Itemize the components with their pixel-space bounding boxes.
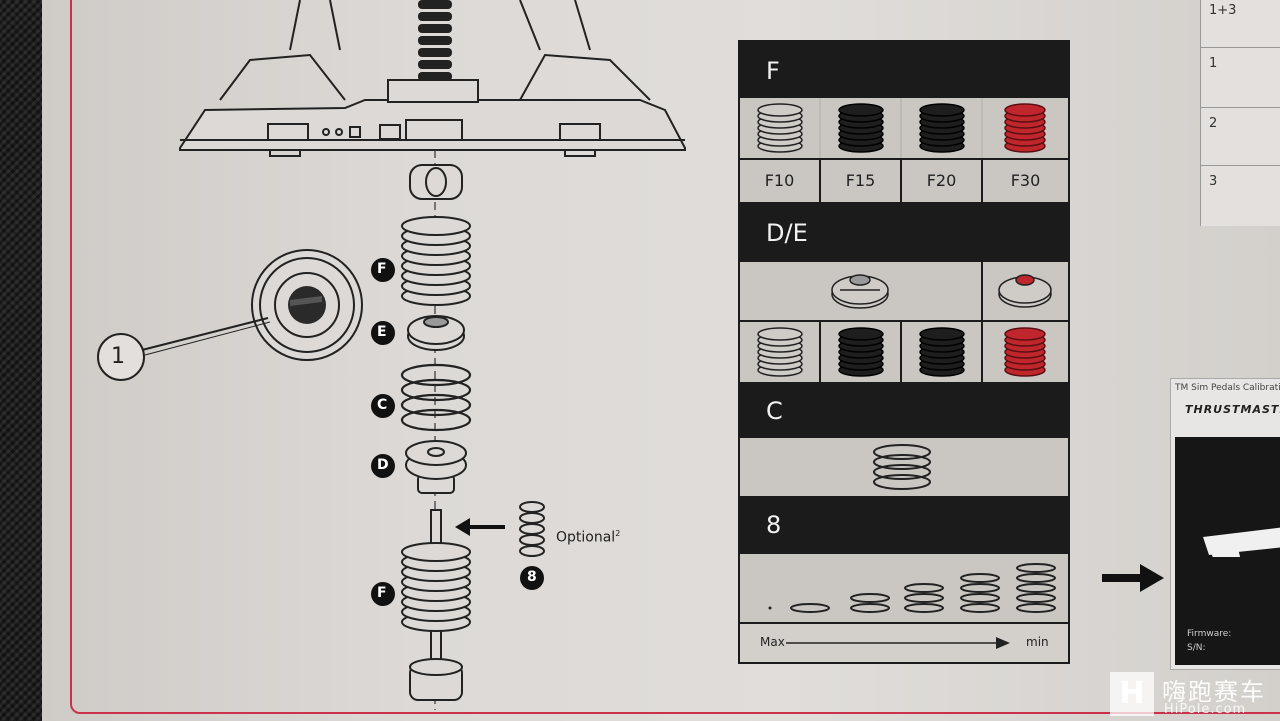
f15-label: F15 xyxy=(845,171,876,190)
app-dark-panel xyxy=(1175,437,1280,665)
mode-table: 1+3 1 2 3 xyxy=(1200,0,1280,226)
section-c-header: C xyxy=(740,384,1068,438)
de-grey-cap-icon xyxy=(831,274,889,309)
f20-label: F20 xyxy=(926,171,957,190)
c-spring-row xyxy=(740,438,1068,496)
part-d-cup xyxy=(405,440,467,494)
f30-label: F30 xyxy=(1010,171,1041,190)
optional-washers xyxy=(519,501,545,557)
spring-f-bottom xyxy=(401,542,471,632)
mode-row-1-3: 1+3 xyxy=(1209,3,1237,18)
sn-label: S/N: xyxy=(1187,643,1206,653)
insert-arrow xyxy=(455,518,505,536)
optional-superscript: 2 xyxy=(615,529,621,538)
hipole-watermark: H 嗨跑赛车 HiPole.com xyxy=(1104,668,1280,721)
de-spring-light-icon xyxy=(757,327,803,377)
thrustmaster-logo-icon xyxy=(1203,527,1280,557)
spring-f15-cell xyxy=(821,98,900,158)
part-e-cap xyxy=(407,315,465,351)
spring-f15-icon xyxy=(838,103,884,153)
de-spring-2-cell xyxy=(821,322,900,382)
hipole-cn-text: 嗨跑赛车 xyxy=(1162,678,1266,706)
badge-d: D xyxy=(377,457,389,473)
de-spring-dark-2-icon xyxy=(919,327,965,377)
de-spring-4-cell xyxy=(983,322,1068,382)
badge-e: E xyxy=(377,324,387,340)
mode-row-3: 3 xyxy=(1201,165,1280,226)
spring-f10-cell xyxy=(740,98,819,158)
spring-options-panel: F F10 F15 F20 F30 D/E xyxy=(738,40,1070,664)
de-caps-row xyxy=(740,262,1068,320)
max-label: Max xyxy=(760,635,785,649)
badge-c: C xyxy=(377,397,388,413)
base-cup xyxy=(409,658,463,701)
spring-f-top xyxy=(401,216,471,306)
mode-row-2: 2 xyxy=(1201,107,1280,165)
de-red-cap-icon xyxy=(998,274,1052,308)
section-f-header: F xyxy=(740,44,1068,98)
de-spring-dark-icon xyxy=(838,327,884,377)
spring-c xyxy=(400,363,472,432)
app-window-title: TM Sim Pedals Calibration xyxy=(1175,383,1280,393)
spring-f30-icon xyxy=(1004,103,1046,153)
hipole-logo-icon: H xyxy=(1110,672,1154,716)
de-grey-cap-cell xyxy=(740,262,981,320)
f30-label-cell: F30 xyxy=(983,160,1068,202)
thrustmaster-brand: THRUSTMASTER xyxy=(1185,403,1280,416)
washer-stacks-icon xyxy=(768,563,1056,613)
connector-part xyxy=(409,164,463,200)
mode-row-1: 1 xyxy=(1201,47,1280,107)
de-red-cap-cell xyxy=(983,262,1068,320)
c-spring-icon xyxy=(873,444,931,490)
badge-8: 8 xyxy=(527,569,537,585)
washer-stacks-row xyxy=(740,554,1068,622)
spring-f-images-row xyxy=(740,98,1068,158)
de-spring-red-icon xyxy=(1004,327,1046,377)
firmware-label: Firmware: xyxy=(1187,629,1232,639)
spring-f20-icon xyxy=(919,103,965,153)
spring-f30-cell xyxy=(983,98,1068,158)
callout-number: 1 xyxy=(111,344,125,369)
de-spring-3-cell xyxy=(902,322,981,382)
section-8-header: 8 xyxy=(740,498,1068,552)
spring-f10-icon xyxy=(757,103,803,153)
max-min-scale: Max min xyxy=(740,624,1068,662)
badge-f-bottom: F xyxy=(377,585,387,601)
f20-label-cell: F20 xyxy=(902,160,981,202)
pedal-bellows xyxy=(418,0,452,81)
spring-f-labels-row: F10 F15 F20 F30 xyxy=(740,160,1068,202)
optional-text: Optional xyxy=(556,529,616,546)
f10-label: F10 xyxy=(764,171,795,190)
de-springs-row xyxy=(740,322,1068,382)
carbon-fiber-overlay xyxy=(0,0,42,721)
section-de-header: D/E xyxy=(740,206,1068,260)
optional-label: Optional2 xyxy=(556,529,620,546)
adjust-knob-callout xyxy=(97,249,363,381)
hipole-url: HiPole.com xyxy=(1164,702,1247,717)
f15-label-cell: F15 xyxy=(821,160,900,202)
red-frame-border xyxy=(70,0,1280,714)
min-label: min xyxy=(1026,635,1049,649)
f10-label-cell: F10 xyxy=(740,160,819,202)
spring-f20-cell xyxy=(902,98,981,158)
max-min-arrow xyxy=(786,637,1010,649)
calibration-app-window: TM Sim Pedals Calibration THRUSTMASTER F… xyxy=(1170,378,1280,670)
de-spring-1-cell xyxy=(740,322,819,382)
badge-f-top: F xyxy=(377,261,387,277)
pedal-base-drawing xyxy=(179,0,686,157)
carbon-fiber-edge xyxy=(0,0,42,721)
